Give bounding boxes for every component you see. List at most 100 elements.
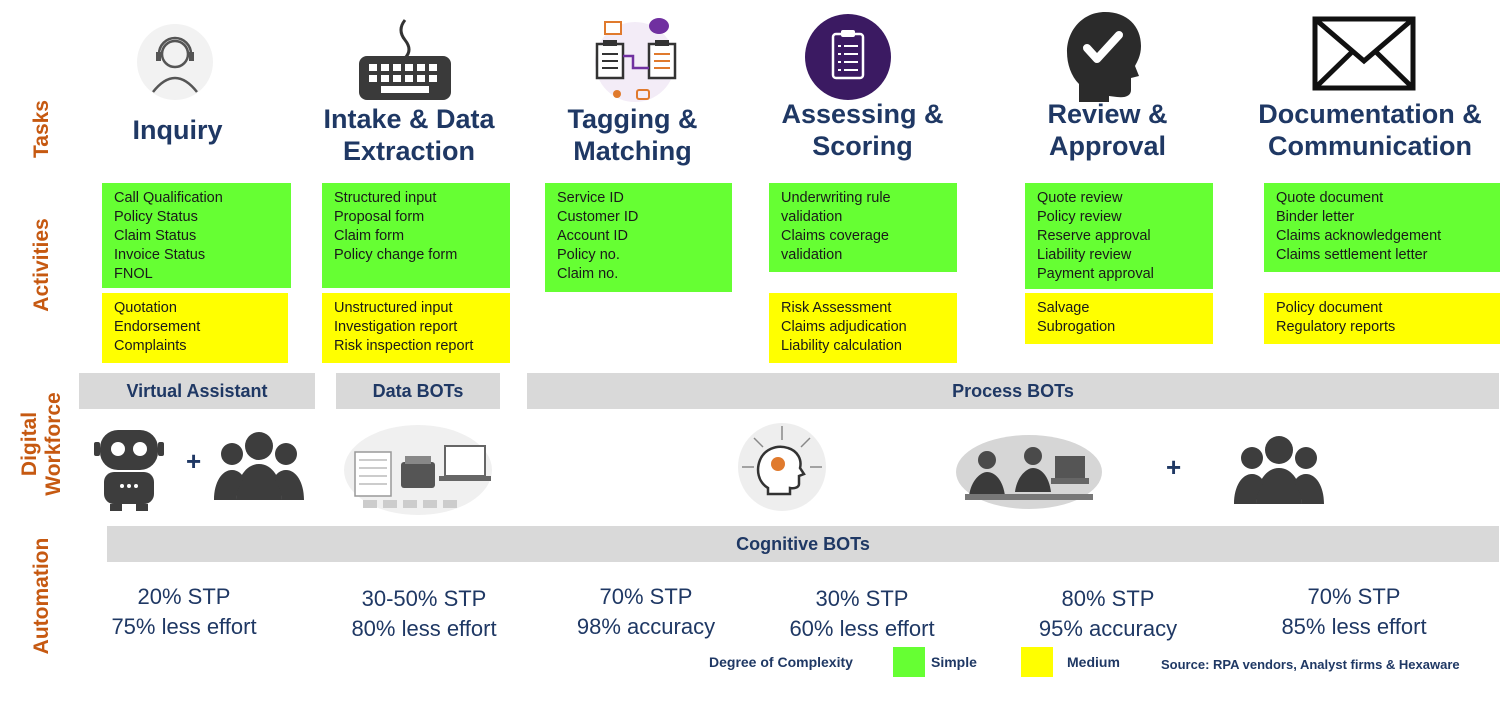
stat-line: 70% STP xyxy=(1307,584,1401,609)
activity-item: Claim Status xyxy=(114,228,197,244)
task-title-documentation: Documentation & Communication xyxy=(1240,98,1500,162)
legend-title: Degree of Complexity xyxy=(709,654,853,670)
task-title-line: Documentation & xyxy=(1258,99,1482,129)
task-title-tagging: Tagging & Matching xyxy=(540,103,725,167)
task-title-line: Extraction xyxy=(342,136,476,166)
activity-item: Risk Assessment xyxy=(781,300,892,316)
activity-item: Complaints xyxy=(114,338,187,354)
document-scanning-icon xyxy=(344,425,492,515)
activity-item: Underwriting rule xyxy=(781,190,891,206)
checklist-icon xyxy=(805,14,891,100)
task-title-line: Assessing & xyxy=(781,99,944,129)
task-title-line: Tagging & xyxy=(567,104,698,134)
stat-line: 30% STP xyxy=(815,586,909,611)
stat-documentation: 70% STP 85% less effort xyxy=(1254,582,1454,642)
activity-item: Structured input xyxy=(334,190,437,206)
task-title-intake: Intake & Data Extraction xyxy=(300,103,518,167)
stat-review: 80% STP 95% accuracy xyxy=(1008,584,1208,644)
stat-line: 80% STP xyxy=(1061,586,1155,611)
activity-item: Quote document xyxy=(1276,190,1384,206)
activity-item: validation xyxy=(781,247,843,263)
stat-line: 70% STP xyxy=(599,584,693,609)
stat-assessing: 30% STP 60% less effort xyxy=(762,584,962,644)
stat-line: 98% accuracy xyxy=(576,614,716,639)
legend-swatch-simple xyxy=(893,647,925,677)
task-title-line: Scoring xyxy=(812,131,913,161)
people-group-icon xyxy=(1234,436,1324,504)
activity-item: Risk inspection report xyxy=(334,338,474,354)
stat-line: 30-50% STP xyxy=(361,586,487,611)
stat-inquiry: 20% STP 75% less effort xyxy=(84,582,284,642)
activity-item: Endorsement xyxy=(114,319,201,335)
activity-item: Salvage xyxy=(1037,300,1090,316)
activity-item: Quotation xyxy=(114,300,177,316)
activity-item: Liability review xyxy=(1037,247,1132,263)
activity-item: Claim no. xyxy=(557,266,619,282)
plus-sign: + xyxy=(186,446,202,476)
activity-medium-review: Salvage Subrogation xyxy=(1025,293,1213,344)
activity-item: validation xyxy=(781,209,843,225)
task-title-inquiry: Inquiry xyxy=(100,114,255,146)
task-title-line: Approval xyxy=(1048,131,1167,161)
operations-team-photo xyxy=(956,435,1102,509)
legend-label-medium: Medium xyxy=(1067,654,1120,670)
activity-item: Invoice Status xyxy=(114,247,206,263)
activity-medium-inquiry: Quotation Endorsement Complaints xyxy=(102,293,288,363)
stat-line: 80% less effort xyxy=(351,616,497,641)
activity-simple-review: Quote review Policy review Reserve appro… xyxy=(1025,183,1213,289)
row-label-automation: Automation xyxy=(30,537,53,655)
activity-item: Claims adjudication xyxy=(781,319,907,335)
activity-item: Claims coverage xyxy=(781,228,889,244)
source-note: Source: RPA vendors, Analyst firms & Hex… xyxy=(1161,657,1460,672)
activity-item: Customer ID xyxy=(557,209,639,225)
keyboard-icon xyxy=(359,19,451,100)
activity-item: Regulatory reports xyxy=(1276,319,1396,335)
activity-item: Account ID xyxy=(557,228,628,244)
activity-item: Proposal form xyxy=(334,209,425,225)
task-title-line: Communication xyxy=(1267,131,1472,161)
stat-line: 20% STP xyxy=(137,584,231,609)
band-virtual-assistant: Virtual Assistant xyxy=(79,373,315,409)
activity-item: Claims acknowledgement xyxy=(1276,228,1442,244)
activity-item: Policy no. xyxy=(557,247,620,263)
activity-item: Liability calculation xyxy=(781,338,902,354)
activity-item: FNOL xyxy=(114,266,153,282)
activity-simple-documentation: Quote document Binder letter Claims ackn… xyxy=(1264,183,1500,272)
activity-simple-tagging: Service ID Customer ID Account ID Policy… xyxy=(545,183,732,292)
activity-item: Policy change form xyxy=(334,247,458,263)
row-label-workforce: Workforce xyxy=(42,392,65,496)
task-title-assessing: Assessing & Scoring xyxy=(760,98,965,162)
clipboard-matching-icon xyxy=(595,18,677,102)
activity-item: Claims settlement letter xyxy=(1276,247,1428,263)
band-data-bots: Data BOTs xyxy=(336,373,500,409)
activity-item: Policy document xyxy=(1276,300,1383,316)
row-label-digital-workforce: Digital Workforce xyxy=(18,382,66,506)
stat-line: 75% less effort xyxy=(111,614,257,639)
activity-item: Subrogation xyxy=(1037,319,1116,335)
people-group-icon xyxy=(214,432,304,500)
stat-intake: 30-50% STP 80% less effort xyxy=(324,584,524,644)
row-label-activities: Activities xyxy=(30,218,53,312)
task-title-line: Matching xyxy=(573,136,692,166)
activity-simple-inquiry: Call Qualification Policy Status Claim S… xyxy=(102,183,291,288)
task-title-line: Review & xyxy=(1047,99,1168,129)
plus-sign: + xyxy=(1166,452,1182,482)
row-label-tasks: Tasks xyxy=(30,100,53,158)
band-cognitive-bots: Cognitive BOTs xyxy=(107,526,1499,562)
activity-item: Call Qualification xyxy=(114,190,223,206)
task-title-line: Inquiry xyxy=(132,115,223,145)
activity-medium-assessing: Risk Assessment Claims adjudication Liab… xyxy=(769,293,957,363)
activity-item: Binder letter xyxy=(1276,209,1355,225)
activity-medium-documentation: Policy document Regulatory reports xyxy=(1264,293,1500,344)
task-title-line: Intake & Data xyxy=(323,104,495,134)
legend-label-simple: Simple xyxy=(931,654,977,670)
activity-item: Quote review xyxy=(1037,190,1123,206)
headset-agent-icon xyxy=(137,24,213,100)
activity-item: Unstructured input xyxy=(334,300,453,316)
activity-item: Policy Status xyxy=(114,209,198,225)
robot-icon xyxy=(94,430,164,511)
head-checkmark-icon xyxy=(1067,12,1141,102)
activity-item: Service ID xyxy=(557,190,624,206)
task-title-review: Review & Approval xyxy=(1010,98,1205,162)
activity-item: Payment approval xyxy=(1037,266,1154,282)
